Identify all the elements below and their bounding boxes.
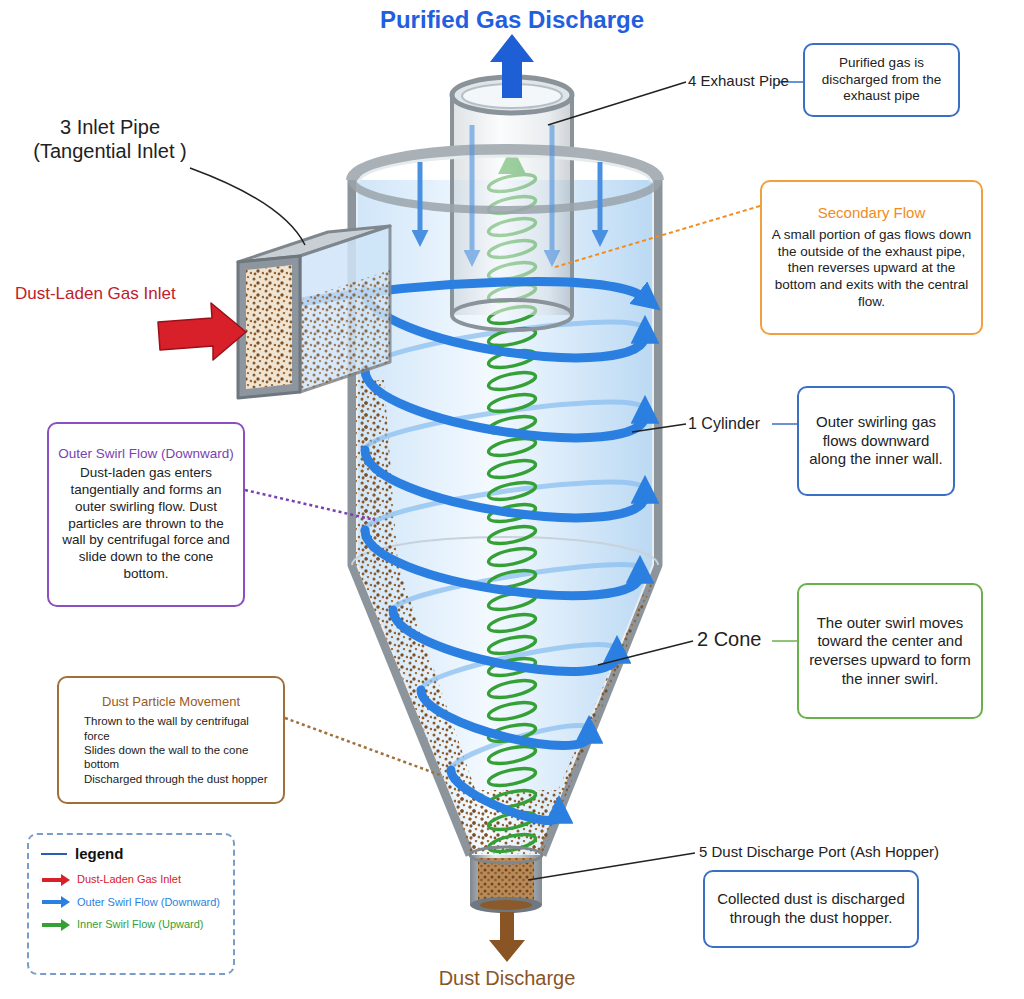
callout-box: Purified gas is discharged from the exha… xyxy=(803,43,960,117)
leader-lines xyxy=(632,424,686,432)
legend-arrow xyxy=(42,874,70,886)
callout-box: Dust Particle MovementThrown to the wall… xyxy=(57,676,285,804)
dust-port xyxy=(470,847,542,863)
box-heading: Outer Swirl Flow (Downward) xyxy=(58,446,234,463)
box-heading: Secondary Flow xyxy=(771,204,972,223)
leader-lines xyxy=(245,490,375,520)
outer-swirl-front xyxy=(365,370,645,438)
legend-box: legendDust-Laden Gas InletOuter Swirl Fl… xyxy=(27,833,235,975)
box-text: Dust-laden gas enters tangentially and f… xyxy=(58,465,234,583)
bullet-item: Discharged through the dust hopper xyxy=(84,772,274,786)
legend-arrow xyxy=(41,896,71,908)
secondary-flow-arrows xyxy=(598,162,603,235)
leader-lines xyxy=(190,168,305,245)
leader-lines xyxy=(772,640,797,642)
secondary-flow-arrows xyxy=(418,162,423,235)
legend-text: Outer Swirl Flow (Downward) xyxy=(77,896,220,910)
flow-title: Purified Gas Discharge xyxy=(262,6,762,35)
leader-lines xyxy=(548,82,686,125)
exhaust-pipe xyxy=(452,77,572,330)
leader-lines xyxy=(528,853,695,880)
legend-arrow xyxy=(42,919,70,931)
part-label: 4 Exhaust Pipe xyxy=(688,72,789,90)
top-rim xyxy=(359,156,651,182)
secondary-flow-arrows xyxy=(550,125,555,255)
inlet-pipe xyxy=(300,270,390,392)
part-label: 3 Inlet Pipe (Tangential Inlet ) xyxy=(10,115,210,163)
legend-arrow xyxy=(42,896,70,908)
callout-box: The outer swirl moves toward the center … xyxy=(797,583,983,719)
flow-arrows xyxy=(489,912,525,962)
legend-arrow xyxy=(41,919,71,931)
dust-port xyxy=(480,900,532,910)
flow-label: Dust Discharge xyxy=(407,966,607,990)
leader-lines xyxy=(598,641,693,665)
callout-box: Collected dust is discharged through the… xyxy=(703,870,919,948)
top-rim xyxy=(352,180,658,210)
flow-label: Dust-Laden Gas Inlet xyxy=(15,284,176,304)
legend-entry: Inner Swirl Flow (Upward) xyxy=(41,918,221,932)
legend-entry: Outer Swirl Flow (Downward) xyxy=(41,896,221,910)
part-label: 5 Dust Discharge Port (Ash Hopper) xyxy=(699,843,939,861)
inlet-pipe xyxy=(246,265,292,389)
outer-swirl-front xyxy=(451,770,559,820)
top-rim xyxy=(352,150,658,210)
legend-entry: Dust-Laden Gas Inlet xyxy=(41,873,221,887)
inlet-pipe xyxy=(246,265,292,389)
exhaust-pipe xyxy=(452,300,572,330)
outer-swirl-front xyxy=(365,450,645,518)
dust-layer xyxy=(356,380,496,852)
leader-lines xyxy=(285,718,440,775)
inlet-pipe xyxy=(238,256,300,398)
dust-port xyxy=(470,897,542,913)
legend-arrow xyxy=(41,874,71,886)
bullet-list: Thrown to the wall by centrifugal forceS… xyxy=(68,714,274,786)
callout-box: Outer Swirl Flow (Downward) Dust-laden ga… xyxy=(47,422,245,607)
legend-text: Dust-Laden Gas Inlet xyxy=(77,873,181,887)
inlet-pipe xyxy=(238,226,390,398)
box-text: Outer swirling gas flows downward along … xyxy=(808,413,944,469)
legend-heading-row: legend xyxy=(41,845,221,864)
outer-swirl-front xyxy=(365,290,645,358)
outer-swirl-front xyxy=(421,690,589,746)
box-text: Collected dust is discharged through the… xyxy=(714,890,908,928)
legend-bar xyxy=(41,853,67,855)
outer-swirl-front xyxy=(365,530,640,596)
secondary-flow-arrows xyxy=(470,125,475,255)
bullet-item: Thrown to the wall by centrifugal force xyxy=(84,714,274,743)
inlet-pipe xyxy=(300,226,390,392)
box-text: Purified gas is discharged from the exha… xyxy=(814,55,949,106)
callout-box: Secondary Flow A small portion of gas flo… xyxy=(760,180,983,335)
secondary-flow-arrows xyxy=(420,125,600,255)
box-text: A small portion of gas flows down the ou… xyxy=(771,227,972,311)
part-label: 2 Cone xyxy=(697,627,762,651)
bullet-item: Slides down the wall to the cone bottom xyxy=(84,743,274,772)
box-heading: Dust Particle Movement xyxy=(68,694,274,710)
flow-arrows xyxy=(158,303,246,360)
part-label: 1 Cylinder xyxy=(688,414,760,433)
legend-heading: legend xyxy=(75,845,123,864)
leader-lines xyxy=(552,206,760,268)
leader-lines xyxy=(772,423,797,425)
callout-box: Outer swirling gas flows downward along … xyxy=(797,386,955,496)
box-text: The outer swirl moves toward the center … xyxy=(808,614,972,689)
dust-layer xyxy=(532,580,654,854)
flow-arrows xyxy=(490,34,534,98)
outer-swirl-front xyxy=(393,610,617,671)
legend-text: Inner Swirl Flow (Upward) xyxy=(77,918,204,932)
